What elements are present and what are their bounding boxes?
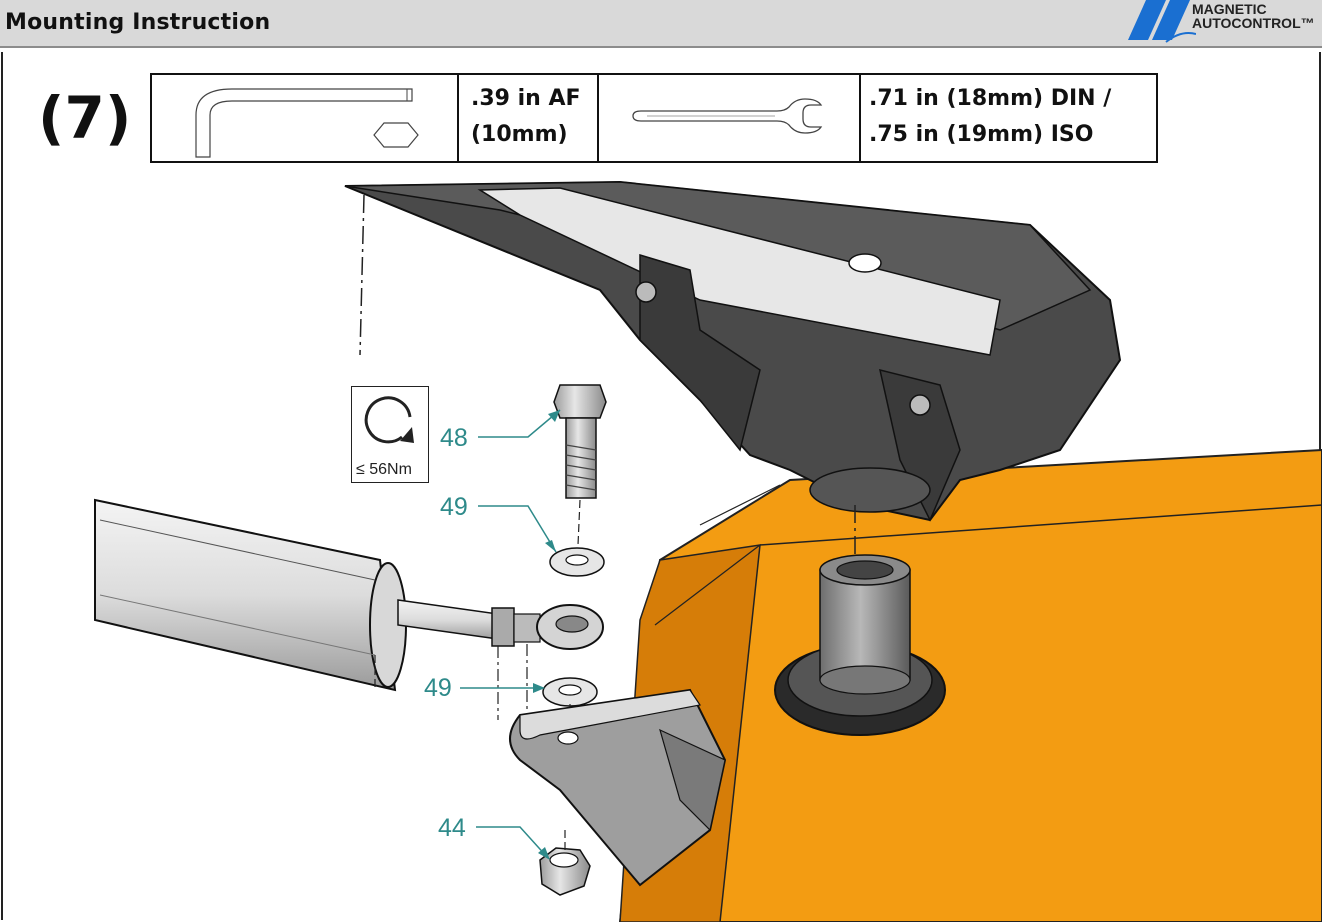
gas-spring-actuator [94, 498, 604, 720]
assembly-drawing [94, 180, 1322, 922]
mounting-post [774, 554, 946, 736]
mounting-bracket [509, 688, 727, 887]
bolt-48 [553, 384, 607, 546]
wrench-size-cell: .71 in (18mm) DIN / .75 in (19mm) ISO [861, 75, 1156, 161]
callout-44: 44 [438, 814, 466, 842]
logo-line-2: AUTOCONTROL™ [1192, 15, 1315, 31]
callout-49-bottom: 49 [424, 674, 452, 702]
washer-49-top [549, 547, 605, 577]
torque-rotation-icon [364, 396, 414, 444]
page-header: Mounting Instruction MAGNETIC AUTOCONTRO… [0, 0, 1322, 48]
logo-wordmark: MAGNETIC AUTOCONTROL™ [1192, 2, 1315, 30]
wrench-cell [599, 75, 861, 161]
brand-logo: MAGNETIC AUTOCONTROL™ [1126, 0, 1316, 46]
logo-line-1: MAGNETIC [1192, 1, 1267, 17]
hex-key-icon [195, 88, 419, 158]
torque-spec-box: ≤ 56Nm [351, 386, 429, 483]
logo-stripes-icon [1128, 0, 1196, 43]
tools-table: .39 in AF (10mm) .71 in (18mm) DIN / .75… [150, 73, 1158, 163]
hex-key-size: .39 in AF (10mm) [471, 86, 581, 147]
boom-arm [344, 180, 1122, 560]
callout-49-top: 49 [440, 493, 468, 521]
step-number: (7) [38, 84, 132, 152]
hex-key-size-cell: .39 in AF (10mm) [459, 75, 599, 161]
washer-49-bottom [542, 677, 598, 735]
torque-value: ≤ 56Nm [356, 461, 412, 478]
lock-nut-44 [539, 830, 591, 896]
callout-leaders [460, 409, 561, 860]
page-title: Mounting Instruction [5, 10, 271, 35]
callout-48: 48 [440, 424, 468, 452]
wrench-icon [632, 98, 823, 134]
wrench-size: .71 in (18mm) DIN / .75 in (19mm) ISO [869, 86, 1112, 147]
hex-key-cell [152, 75, 459, 161]
barrier-housing [618, 448, 1322, 922]
